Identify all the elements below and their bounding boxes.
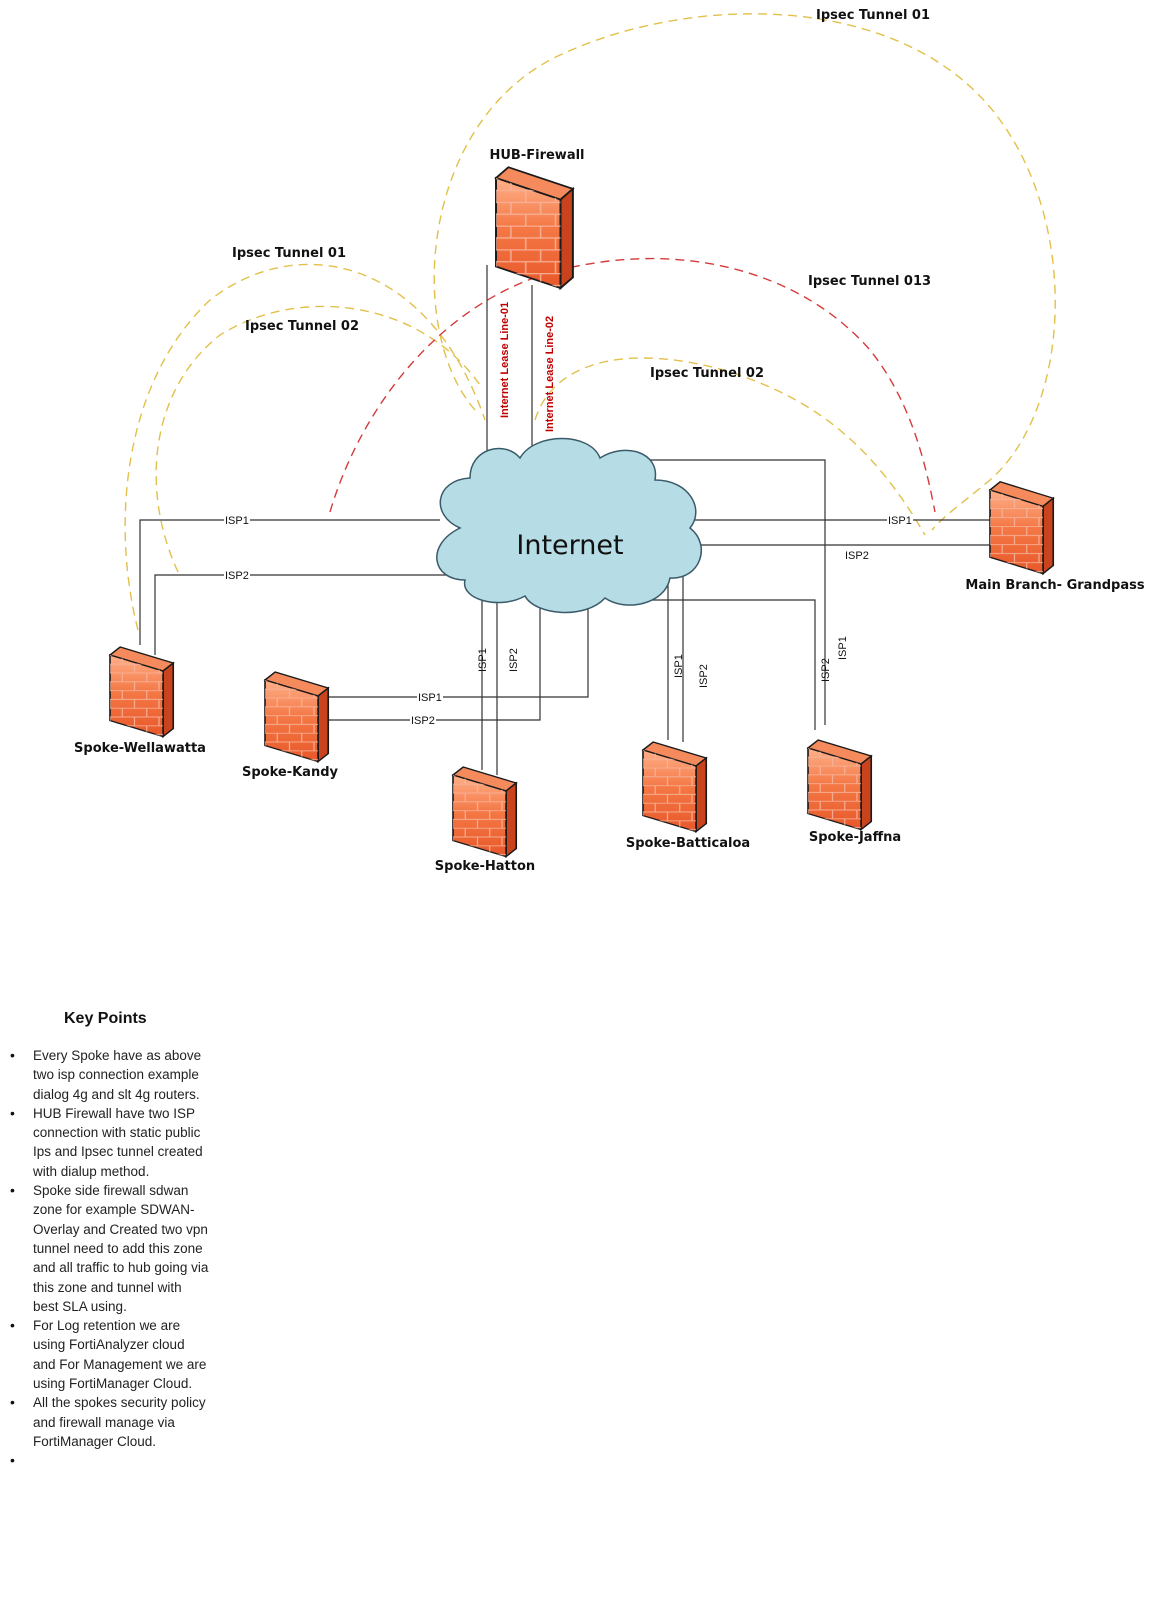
wellawatta-isp1-label: ISP1	[225, 515, 249, 527]
list-item: For Log retention we are using FortiAnal…	[10, 1316, 210, 1393]
hub-firewall: HUB-Firewall	[490, 148, 585, 290]
tunnel-middle-02-label: Ipsec Tunnel 02	[650, 366, 764, 381]
isp-labels: ISP1 ISP2 ISP1 ISP2 ISP1 ISP2 ISP1 ISP2 …	[224, 514, 913, 727]
tunnel-left-02-label: Ipsec Tunnel 02	[245, 319, 359, 334]
tunnel-labels: Ipsec Tunnel 01 Ipsec Tunnel 01 Ipsec Tu…	[232, 8, 931, 381]
hatton-isp1-label: ISP1	[477, 648, 489, 672]
tunnel-top-right-01	[433, 13, 1056, 531]
key-points-title: Key Points	[64, 1010, 147, 1027]
kandy-isp2-label: ISP2	[411, 715, 435, 727]
main-branch-firewall: Main Branch- Grandpass	[965, 480, 1145, 593]
lease-line-02-label: Internet Lease Line-02	[544, 316, 556, 432]
tunnel-right-013-label: Ipsec Tunnel 013	[808, 274, 931, 289]
spoke-kandy-label: Spoke-Kandy	[242, 765, 339, 780]
ipsec-tunnels	[124, 13, 1056, 631]
internet-label: Internet	[516, 530, 623, 561]
internet-cloud: Internet	[436, 437, 702, 614]
network-diagram: Internet HUB-Firewall Main Branch- Grand…	[74, 8, 1145, 874]
hatton-isp2-label: ISP2	[508, 648, 520, 672]
tunnel-left-01	[124, 263, 486, 631]
spoke-hatton-label: Spoke-Hatton	[435, 859, 535, 874]
spoke-wellawatta-firewall: Spoke-Wellawatta	[74, 646, 206, 756]
spoke-jaffna-firewall: Spoke-Jaffna	[807, 739, 901, 845]
main-branch-isp2-label: ISP2	[845, 550, 869, 562]
list-item: Every Spoke have as above two isp connec…	[10, 1046, 210, 1104]
spoke-jaffna-label: Spoke-Jaffna	[809, 830, 901, 845]
list-item: All the spokes security policy and firew…	[10, 1393, 210, 1451]
main-branch-isp1-label: ISP1	[888, 515, 912, 527]
hub-firewall-label: HUB-Firewall	[490, 148, 585, 163]
list-item: HUB Firewall have two ISP connection wit…	[10, 1104, 210, 1181]
kandy-isp1-label: ISP1	[418, 692, 442, 704]
spoke-hatton-firewall: Spoke-Hatton	[435, 766, 535, 874]
wellawatta-isp2-label: ISP2	[225, 570, 249, 582]
jaffna-isp2-label: ISP2	[820, 658, 832, 682]
key-points-section: Key Points Every Spoke have as above two…	[0, 1010, 210, 1471]
main-branch-label: Main Branch- Grandpass	[965, 578, 1144, 593]
list-item: Spoke side firewall sdwan zone for examp…	[10, 1181, 210, 1316]
lease-line-01-label: Internet Lease Line-01	[499, 302, 511, 418]
tunnel-left-01-label: Ipsec Tunnel 01	[232, 246, 346, 261]
links	[139, 265, 995, 775]
tunnel-middle-02	[534, 357, 926, 536]
spoke-batticaloa-firewall: Spoke-Batticaloa	[626, 741, 750, 851]
batticaloa-isp2-label: ISP2	[698, 664, 710, 688]
list-item	[10, 1451, 210, 1470]
spoke-kandy-firewall: Spoke-Kandy	[242, 671, 339, 780]
spoke-wellawatta-label: Spoke-Wellawatta	[74, 741, 206, 756]
spoke-batticaloa-label: Spoke-Batticaloa	[626, 836, 750, 851]
tunnel-red-013	[329, 257, 936, 513]
jaffna-isp1-label: ISP1	[837, 636, 849, 660]
batticaloa-isp1-label: ISP1	[673, 654, 685, 678]
key-points-list: Every Spoke have as above two isp connec…	[0, 1046, 210, 1471]
tunnel-left-02	[155, 305, 481, 573]
tunnel-top-right-01-label: Ipsec Tunnel 01	[816, 8, 930, 23]
